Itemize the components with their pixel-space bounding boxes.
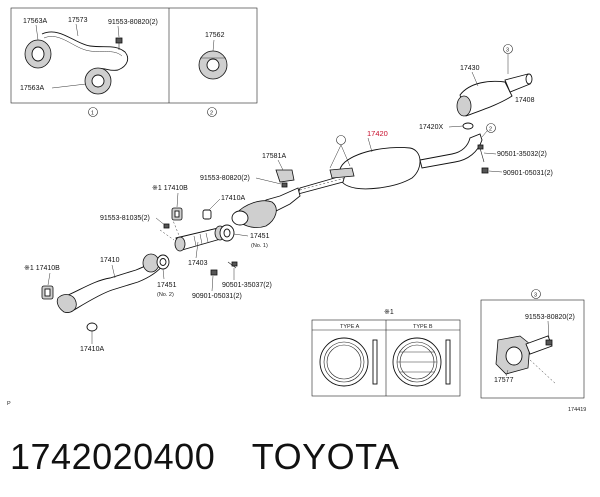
gasket-17410A-2 <box>86 322 98 332</box>
label-no1: (No. 1) <box>251 243 268 249</box>
label-17451-1: 17451 <box>250 233 270 240</box>
callout-3b: 3 <box>534 293 537 299</box>
callout-1: 1 <box>91 111 94 117</box>
inset-frame-3 <box>480 299 585 399</box>
gasket-17410B-1 <box>171 207 183 221</box>
hanger-17581A <box>275 169 295 188</box>
gasket-17410B-2 <box>41 285 54 300</box>
inset-frame <box>10 7 258 104</box>
front-pipe-converter <box>231 187 301 228</box>
manifold-flange <box>56 294 77 313</box>
label-no2: (No. 2) <box>157 292 174 298</box>
brand-name: TOYOTA <box>251 436 400 477</box>
label-17581A: 17581A <box>262 153 286 160</box>
label-p: P <box>7 401 11 407</box>
gasket-17410A-1 <box>202 209 212 220</box>
label-type-b: TYPE B <box>413 324 433 330</box>
front-exhaust-pipe-17410 <box>56 253 165 313</box>
bolt-91553-mid <box>281 182 288 188</box>
type-b-gasket <box>392 337 451 387</box>
gasket-17451-1 <box>219 224 235 242</box>
label-diagram-ref: 174419 <box>568 407 586 413</box>
gasket-type-table: ※1 TYPE A TYPE B <box>311 309 461 397</box>
exhaust-parts-diagram: 17563A 17573 91553-80820(2) 17563A 1 175… <box>7 7 586 413</box>
label-17410B-1: ※1 17410B <box>152 185 188 192</box>
callout-circle-2b <box>486 123 496 133</box>
flange <box>231 210 249 226</box>
callout-circle-1 <box>88 107 98 117</box>
callout-2: 2 <box>210 111 213 117</box>
hanger-assembly-1 <box>24 31 129 95</box>
hanger-bracket <box>41 31 129 71</box>
label-17420: 17420 <box>367 129 388 138</box>
bolt-top <box>115 37 123 50</box>
label-17577: 17577 <box>494 377 514 384</box>
part-number: 1742020400 <box>10 436 216 477</box>
gasket-17420X <box>462 122 474 130</box>
dashed-leaders <box>159 177 346 241</box>
nut-90901-05031-mid <box>210 269 218 276</box>
hanger-assembly-2 <box>198 50 228 80</box>
heat-shield <box>329 167 355 179</box>
label-91553-80820-mid: 91553-80820(2) <box>200 175 250 182</box>
label-91553-81035: 91553-81035(2) <box>100 215 150 222</box>
tailpipe-muffler-assembly <box>456 73 533 130</box>
bolt-91553-81035 <box>163 223 170 229</box>
label-17410: 17410 <box>100 257 120 264</box>
label-note1: ※1 <box>384 309 394 316</box>
label-17563A-bottom: 17563A <box>20 85 44 92</box>
callout-circle-3a <box>503 44 513 54</box>
callout-circle-3b <box>531 289 541 299</box>
bolt-90501-35037 <box>227 261 238 269</box>
label-17410A-2: 17410A <box>80 346 104 353</box>
callout-3a: 3 <box>506 48 509 54</box>
label-90501-35032: 90501-35032(2) <box>497 151 547 158</box>
label-17403: 17403 <box>188 260 208 267</box>
hanger-17577 <box>495 335 557 385</box>
label-17410A-1: 17410A <box>221 195 245 202</box>
label-17563A-top: 17563A <box>23 18 47 25</box>
label-17451-2: 17451 <box>157 282 177 289</box>
tail-muffler <box>459 80 513 117</box>
rubber-hanger-bottom <box>84 67 112 95</box>
label-17420X: 17420X <box>419 124 443 131</box>
label-type-a: TYPE A <box>340 324 360 330</box>
label-17573: 17573 <box>68 17 88 24</box>
gasket-17451-2 <box>156 254 170 270</box>
rear-pipe <box>419 133 483 169</box>
label-91553-80820-top: 91553-80820(2) <box>108 19 158 26</box>
label-90901-05031-mid: 90901-05031(2) <box>192 293 242 300</box>
callout-circle-2 <box>207 107 217 117</box>
nut-90901-05031-right <box>481 167 489 174</box>
label-17562: 17562 <box>205 32 225 39</box>
callout-2b: 2 <box>489 127 492 133</box>
flex-pipe-17403 <box>174 225 226 252</box>
label-90901-05031-right: 90901-05031(2) <box>503 170 553 177</box>
callout-circle-1b <box>336 135 346 145</box>
caption: 1742020400 TOYOTA <box>10 436 399 478</box>
label-17408: 17408 <box>515 97 535 104</box>
type-a-gasket <box>319 337 378 387</box>
label-91553-80820-right: 91553-80820(2) <box>525 314 575 321</box>
bolt-90501-35032 <box>477 144 485 163</box>
center-muffler-17420 <box>297 133 483 195</box>
rubber-hanger-top <box>24 39 52 69</box>
bolt-91553-80820-right <box>545 339 553 346</box>
label-17430: 17430 <box>460 65 480 72</box>
inset-top-left: 17563A 17573 91553-80820(2) 17563A 1 175… <box>10 7 258 117</box>
inset-bottom-right: 3 91553-80820(2) 17577 <box>480 289 585 399</box>
label-17410B-2: ※1 17410B <box>24 265 60 272</box>
label-90501-35037: 90501-35037(2) <box>222 282 272 289</box>
